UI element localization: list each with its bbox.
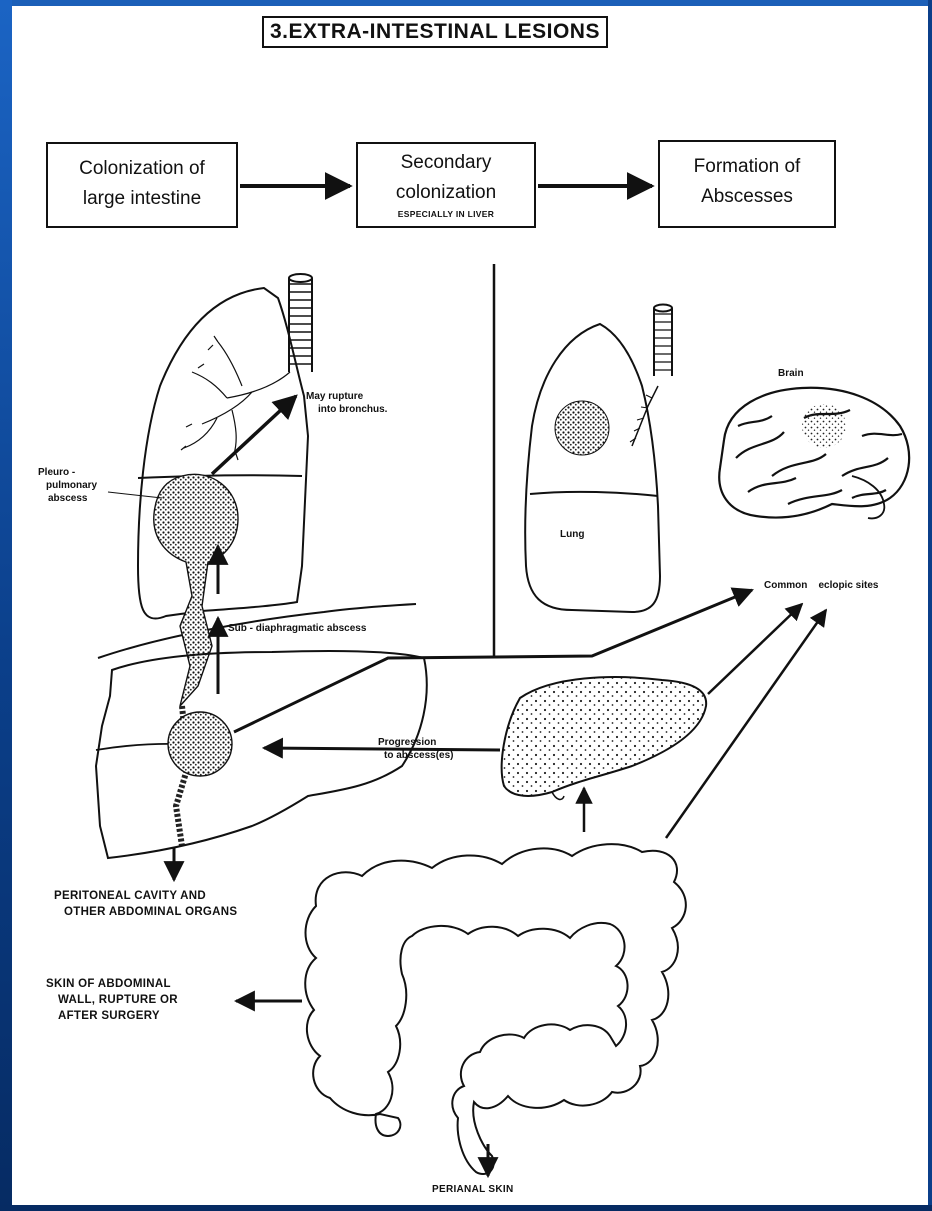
progression-label-line2: to abscess(es) (378, 750, 453, 761)
progression-label: Progression to abscess(es) (378, 736, 453, 762)
left-lung-illustration (98, 274, 416, 658)
diagram-illustration (12, 6, 928, 1205)
skin-label-line3: AFTER SURGERY (46, 1010, 160, 1022)
pleuro-leader-line (108, 492, 162, 498)
pleuro-label: Pleuro - pulmonary abscess (38, 466, 97, 505)
pleuro-label-line1: Pleuro - (38, 467, 75, 478)
pleuro-label-line2: pulmonary (38, 480, 97, 491)
brain-label: Brain (778, 367, 804, 380)
rupture-label: May rupture into bronchus. (306, 390, 387, 416)
right-liver-illustration (502, 677, 706, 799)
peritoneal-label: PERITONEAL CAVITY AND OTHER ABDOMINAL OR… (54, 888, 237, 920)
lung-label: Lung (560, 528, 584, 541)
liver-abscess (168, 712, 232, 776)
rupture-label-line1: May rupture (306, 391, 363, 402)
skin-label-line2: WALL, RUPTURE OR (46, 994, 178, 1006)
brain-abscess (802, 404, 846, 448)
rupture-arrow (212, 396, 296, 474)
pleuro-label-line3: abscess (38, 493, 87, 504)
skin-label: SKIN OF ABDOMINAL WALL, RUPTURE OR AFTER… (46, 976, 178, 1024)
large-intestine-illustration (305, 844, 686, 1174)
skin-label-line1: SKIN OF ABDOMINAL (46, 978, 171, 990)
progression-label-line1: Progression (378, 737, 436, 748)
ectopic-sites-label: Common eclopic sites (764, 579, 878, 592)
right-lung-illustration (525, 305, 672, 613)
slide-frame-bottom (0, 1205, 932, 1211)
pleuro-pulmonary-abscess (154, 474, 238, 846)
rupture-label-line2: into bronchus. (306, 404, 387, 415)
perianal-label: PERIANAL SKIN (432, 1182, 514, 1198)
right-lung-abscess (555, 401, 609, 455)
slide-frame-right (928, 0, 932, 1211)
slide-frame-left (0, 0, 12, 1211)
intestine-exit-arrows (236, 1001, 488, 1176)
peritoneal-label-line1: PERITONEAL CAVITY AND (54, 890, 206, 902)
subdiaphragmatic-label: Sub - diaphragmatic abscess (228, 622, 366, 635)
peritoneal-label-line2: OTHER ABDOMINAL ORGANS (54, 906, 237, 918)
diagram-sheet: 3.EXTRA-INTESTINAL LESIONS Colonization … (12, 6, 928, 1205)
